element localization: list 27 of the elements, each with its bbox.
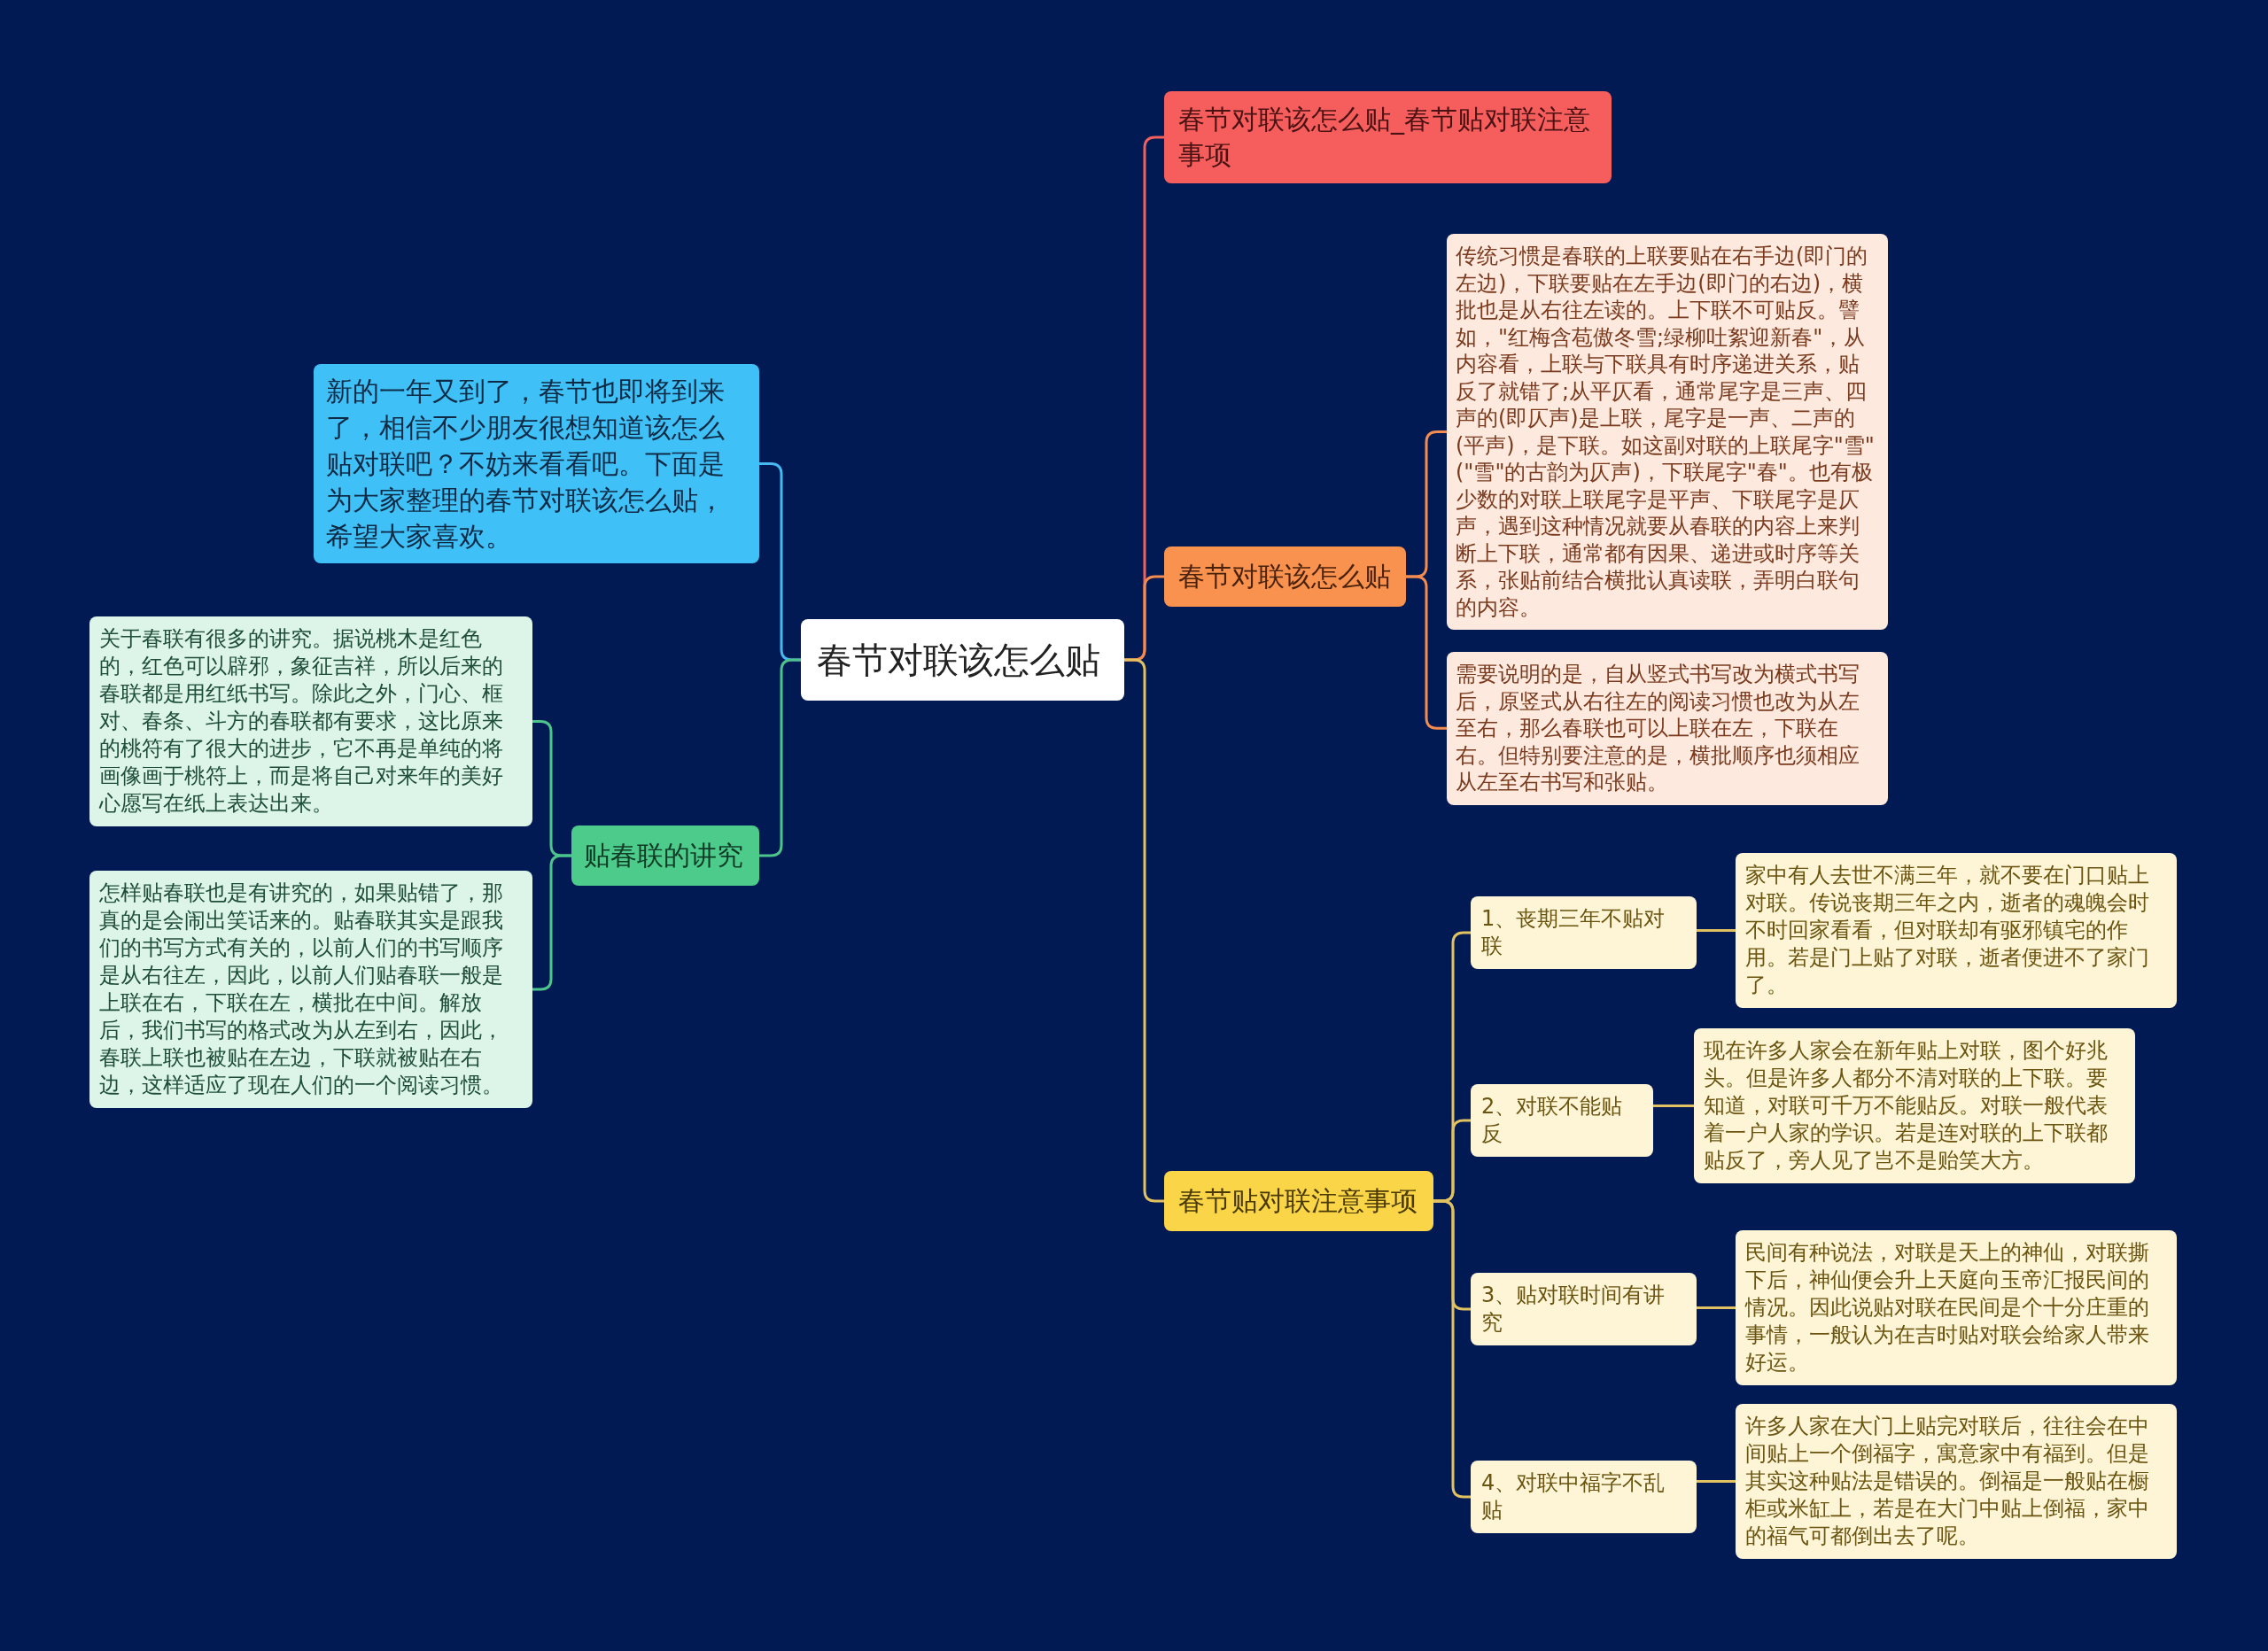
connector-line (1124, 658, 1164, 1203)
connector-line (1433, 1199, 1471, 1499)
note-box: 许多人家在大门上贴完对联后，往往会在中间贴上一个倒福字，寓意家中有福到。但是其实这种贴法是错误的。倒福是一般贴在橱柜或米缸上，若是在大门中贴上倒福，家中的福气可都倒出去了呢。 (1736, 1404, 2177, 1559)
note-box: 民间有种说法，对联是天上的神仙，对联撕下后，神仙便会升上天庭向玉帝汇报民间的情况。因此说贴对联在民间是个十分庄重的事情，一般认为在吉时贴对联会给家人带来好运。 (1736, 1230, 2177, 1385)
connector-line (1697, 1306, 1736, 1309)
note-box: 家中有人去世不满三年，就不要在门口贴上对联。传说丧期三年之内，逝者的魂魄会时不时回家看看，但对联却有驱邪镇宅的作用。若是门上贴了对联，逝者便进不了家门了。 (1736, 853, 2177, 1008)
note-box: 关于春联有很多的讲究。据说桃木是红色的，红色可以辟邪，象征吉祥，所以后来的春联都是用红纸书写。除此之外，门心、框对、春条、斗方的春联都有要求，这比原来的桃符有了很大的进步，它不再是单纯的将画像画于桃符上，而是将自己对来年的美好心愿写在纸上表达出来。 (89, 616, 532, 826)
intro-box: 新的一年又到了，春节也即将到来了，相信不少朋友很想知道该怎么贴对联吧？不妨来看看吧。下面是为大家整理的春节对联该怎么贴，希望大家喜欢。 (314, 364, 759, 563)
note-box: 需要说明的是，自从竖式书写改为横式书写后，原竖式从右往左的阅读习惯也改为从左至右，那么春联也可以上联在左，下联在右。但特别要注意的是，横批顺序也须相应从左至右书写和张贴。 (1447, 652, 1888, 805)
topic-label: 2、对联不能贴反 (1471, 1084, 1653, 1157)
topic-box: 春节对联该怎么贴 (801, 619, 1124, 701)
connector-line (1697, 929, 1736, 932)
note-box: 传统习惯是春联的上联要贴在右手边(即门的左边)，下联要贴在左手边(即门的右边)，横批也是从右往左读的。上下联不可贴反。譬如，"红梅含苞傲冬雪;绿柳吐絮迎新春"，从内容看，上联与下联具有时序递进关系，贴反了就错了;从平仄看，通常尾字是三声、四声的(即仄声)是上联，尾字是一声、二声的(平声)，是下联。如这副对联的上联尾字"雪"("雪"的古韵为仄声)，下联尾字"春"。也有极少数的对联上联尾字是平声、下联尾字是仄声，遇到这种情况就要从春联的内容上来判断上下联，通常都有因果、递进或时序等关系，张贴前结合横批认真读联，弄明白联句的内容。 (1447, 234, 1888, 630)
connector-line (1653, 1105, 1694, 1107)
branch-box: 春节贴对联注意事项 (1164, 1171, 1433, 1231)
note-box: 怎样贴春联也是有讲究的，如果贴错了，那真的是会闹出笑话来的。贴春联其实是跟我们的书写方式有关的，以前人们的书写顺序是从右往左，因此，以前人们贴春联一般是上联在右，下联在左，横批在中间。解放后，我们书写的格式改为从左到右，因此，春联上联也被贴在左边，下联就被贴在右边，这样适应了现在人们的一个阅读习惯。 (89, 871, 532, 1108)
branch-box: 贴春联的讲究 (571, 826, 759, 886)
connector-line (1697, 1480, 1736, 1483)
note-box: 现在许多人家会在新年贴上对联，图个好兆头。但是许多人都分不清对联的上下联。要知道，对联可千万不能贴反。对联一般代表着一户人家的学识。若是连对联的上下联都贴反了，旁人见了岂不是贻笑大方。 (1694, 1028, 2135, 1183)
branch-box: 春节对联该怎么贴 (1164, 546, 1406, 607)
connector-line (532, 854, 571, 991)
branch-box: 春节对联该怎么贴_春节贴对联注意事项 (1164, 91, 1612, 183)
topic-label: 3、贴对联时间有讲究 (1471, 1273, 1697, 1345)
connector-line (1406, 575, 1447, 730)
topic-label: 1、丧期三年不贴对联 (1471, 896, 1697, 969)
connector-line (759, 658, 801, 857)
topic-label: 4、对联中福字不乱贴 (1471, 1461, 1697, 1533)
